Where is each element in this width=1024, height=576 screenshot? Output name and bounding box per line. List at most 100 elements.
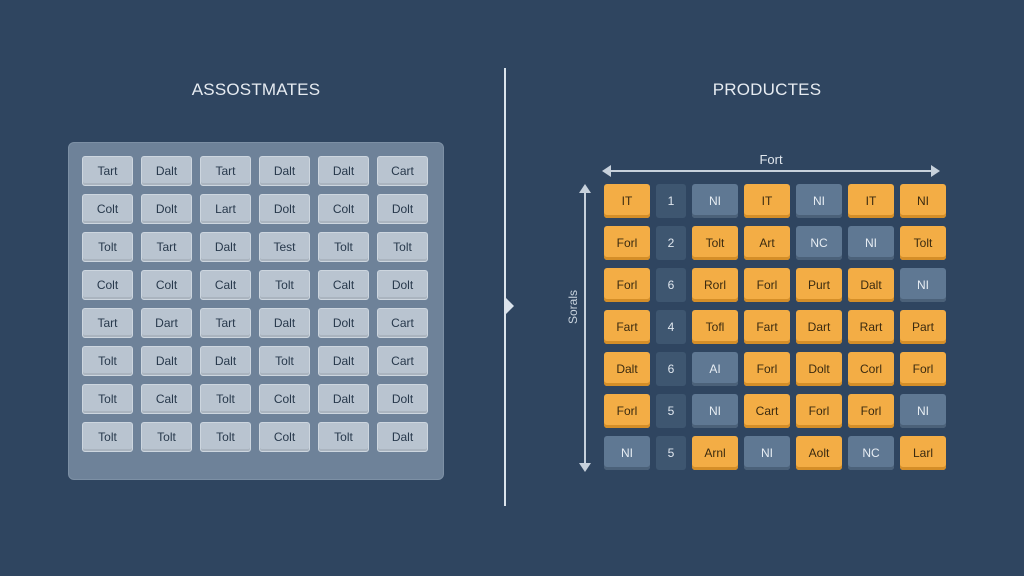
product-cell[interactable]: NI: [604, 436, 650, 470]
assortment-cell[interactable]: Dalt: [200, 346, 251, 376]
assortment-cell[interactable]: Colt: [259, 384, 310, 414]
product-cell[interactable]: Forl: [744, 268, 790, 302]
assortment-cell[interactable]: Dalt: [318, 156, 369, 186]
product-cell[interactable]: Forl: [744, 352, 790, 386]
assortment-cell[interactable]: Tolt: [259, 270, 310, 300]
product-cell[interactable]: NI: [692, 394, 738, 428]
assortment-cell[interactable]: Dolt: [377, 384, 428, 414]
assortment-cell[interactable]: Dalt: [259, 156, 310, 186]
assortment-cell[interactable]: Cart: [377, 308, 428, 338]
product-cell[interactable]: Fart: [744, 310, 790, 344]
product-cell[interactable]: NI: [900, 394, 946, 428]
product-cell[interactable]: Dalt: [848, 268, 894, 302]
assortment-cell[interactable]: Tart: [200, 308, 251, 338]
product-cell[interactable]: NI: [692, 184, 738, 218]
assortment-cell[interactable]: Dalt: [318, 384, 369, 414]
product-cell[interactable]: IT: [744, 184, 790, 218]
product-cell[interactable]: Dart: [796, 310, 842, 344]
row-index-label: 5: [656, 436, 686, 470]
assortment-cell[interactable]: Tolt: [82, 384, 133, 414]
left-axis-double-arrow-icon: [579, 184, 591, 472]
assortment-cell[interactable]: Calt: [200, 270, 251, 300]
product-cell[interactable]: Corl: [848, 352, 894, 386]
assortment-cell[interactable]: Dolt: [377, 194, 428, 224]
product-cell[interactable]: Arnl: [692, 436, 738, 470]
product-cell[interactable]: Dalt: [604, 352, 650, 386]
product-cell[interactable]: Aolt: [796, 436, 842, 470]
assortment-cell[interactable]: Tolt: [259, 346, 310, 376]
assortment-cell[interactable]: Colt: [318, 194, 369, 224]
product-cell[interactable]: Tolt: [900, 226, 946, 260]
assortment-cell[interactable]: Cart: [377, 156, 428, 186]
assortment-cell[interactable]: Dalt: [259, 308, 310, 338]
product-cell[interactable]: Tolt: [692, 226, 738, 260]
product-cell[interactable]: Forl: [604, 226, 650, 260]
assortment-cell[interactable]: Tolt: [141, 422, 192, 452]
row-index-label: 6: [656, 352, 686, 386]
assortment-cell[interactable]: Test: [259, 232, 310, 262]
assortment-cell[interactable]: Dolt: [259, 194, 310, 224]
assortment-cell[interactable]: Dalt: [200, 232, 251, 262]
assortment-cell[interactable]: Tolt: [318, 422, 369, 452]
assortment-cell[interactable]: Tart: [200, 156, 251, 186]
product-cell[interactable]: Rorl: [692, 268, 738, 302]
assortment-cell[interactable]: Tolt: [82, 346, 133, 376]
assortment-cell[interactable]: Tolt: [82, 422, 133, 452]
row-index-label: 5: [656, 394, 686, 428]
left-axis-label: Sorals: [566, 290, 580, 325]
product-cell[interactable]: Part: [900, 310, 946, 344]
assortment-cell[interactable]: Calt: [318, 270, 369, 300]
product-cell[interactable]: Forl: [848, 394, 894, 428]
product-cell[interactable]: NI: [848, 226, 894, 260]
assortment-cell[interactable]: Tolt: [82, 232, 133, 262]
product-cell[interactable]: Forl: [604, 394, 650, 428]
product-cell[interactable]: NC: [848, 436, 894, 470]
product-cell[interactable]: Cart: [744, 394, 790, 428]
product-cell[interactable]: Fart: [604, 310, 650, 344]
product-cell[interactable]: Forl: [604, 268, 650, 302]
product-cell[interactable]: NI: [744, 436, 790, 470]
assortment-cell[interactable]: Dolt: [141, 194, 192, 224]
row-index-label: 2: [656, 226, 686, 260]
product-cell[interactable]: AI: [692, 352, 738, 386]
product-cell[interactable]: NC: [796, 226, 842, 260]
assortment-cell[interactable]: Dalt: [141, 156, 192, 186]
product-cell[interactable]: Forl: [796, 394, 842, 428]
product-cell[interactable]: Purt: [796, 268, 842, 302]
assortment-cell[interactable]: Dalt: [318, 346, 369, 376]
assortment-cell[interactable]: Lart: [200, 194, 251, 224]
product-cell[interactable]: IT: [848, 184, 894, 218]
assortment-cell[interactable]: Dalt: [377, 422, 428, 452]
product-cell[interactable]: Tofl: [692, 310, 738, 344]
assortment-cell[interactable]: Colt: [141, 270, 192, 300]
assortment-cell[interactable]: Dalt: [141, 346, 192, 376]
product-cell[interactable]: NI: [900, 184, 946, 218]
product-cell[interactable]: IT: [604, 184, 650, 218]
assortment-cell[interactable]: Colt: [259, 422, 310, 452]
product-cell[interactable]: Rart: [848, 310, 894, 344]
product-cell[interactable]: NI: [900, 268, 946, 302]
assortment-cell[interactable]: Dart: [141, 308, 192, 338]
assortment-cell[interactable]: Colt: [82, 194, 133, 224]
assortment-cell[interactable]: Tolt: [377, 232, 428, 262]
product-cell[interactable]: Forl: [900, 352, 946, 386]
product-cell[interactable]: NI: [796, 184, 842, 218]
assortment-cell[interactable]: Tolt: [200, 384, 251, 414]
product-cell[interactable]: Dolt: [796, 352, 842, 386]
top-axis-label: Fort: [759, 152, 783, 167]
assortment-cell[interactable]: Dolt: [318, 308, 369, 338]
assortment-cell[interactable]: Tolt: [318, 232, 369, 262]
assortment-cell[interactable]: Tart: [82, 156, 133, 186]
product-cell[interactable]: Larl: [900, 436, 946, 470]
assortment-cell[interactable]: Tart: [141, 232, 192, 262]
assortment-cell[interactable]: Calt: [141, 384, 192, 414]
assortment-cell[interactable]: Tart: [82, 308, 133, 338]
assortment-cell[interactable]: Cart: [377, 346, 428, 376]
assortment-cell[interactable]: Tolt: [200, 422, 251, 452]
assortment-cell[interactable]: Colt: [82, 270, 133, 300]
product-cell[interactable]: Art: [744, 226, 790, 260]
assortment-cell[interactable]: Dolt: [377, 270, 428, 300]
